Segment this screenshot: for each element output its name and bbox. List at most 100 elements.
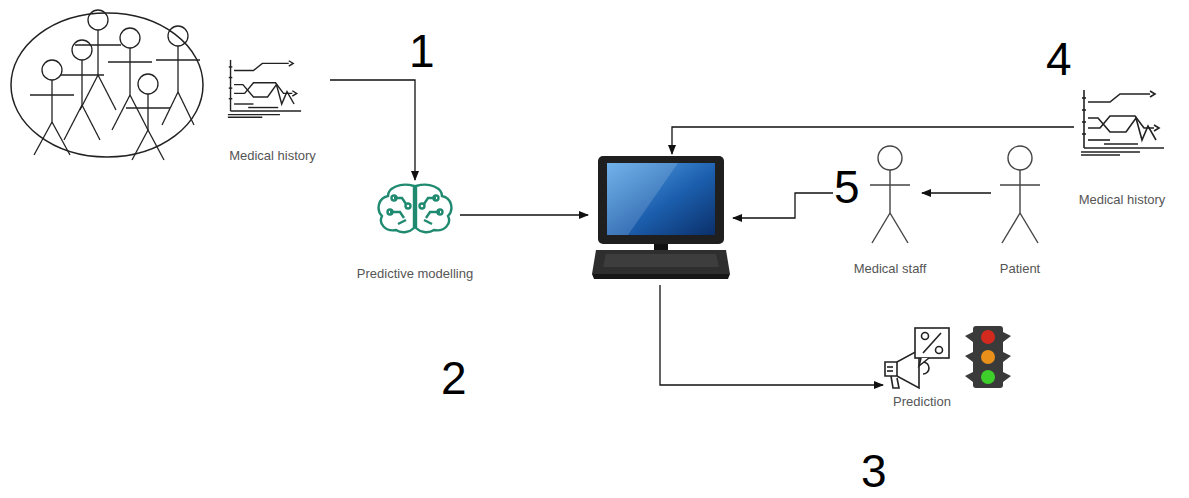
drawing-svg: [864, 143, 916, 249]
drawing-circle: [1008, 146, 1032, 170]
node-label: Medical history: [1079, 192, 1166, 208]
drawing-rect: [607, 163, 715, 235]
drawing-rect: [973, 326, 1003, 388]
drawing-path: [891, 376, 899, 388]
drawing-circle: [981, 370, 995, 384]
drawing-line: [228, 117, 262, 118]
drawing-svg: [370, 182, 460, 234]
node-label: Medical history: [229, 148, 316, 164]
node-icon: [588, 150, 733, 289]
drawing-circle: [168, 26, 188, 46]
drawing-polyline: [234, 85, 294, 104]
connector-arrow: [660, 285, 883, 385]
drawing-path: [603, 254, 719, 267]
drawing-line: [229, 98, 233, 99]
drawing-line: [64, 105, 82, 140]
drawing-circle: [438, 210, 443, 215]
drawing-line: [178, 92, 194, 125]
drawing-svg: [227, 58, 302, 120]
drawing-line: [75, 44, 121, 45]
drawing-line: [887, 370, 893, 372]
drawing-polyline: [398, 220, 406, 224]
drawing-circle: [388, 210, 393, 215]
drawing-polyline: [424, 220, 432, 224]
drawing-g: [1000, 146, 1040, 243]
drawing-line: [108, 61, 152, 62]
drawing-ellipse: [11, 13, 203, 157]
drawing-circle: [138, 74, 158, 94]
drawing-line: [896, 362, 898, 376]
connector-arrow: [330, 80, 415, 180]
drawing-line: [130, 95, 148, 130]
drawing-line: [229, 77, 233, 78]
drawing-line: [1081, 151, 1140, 153]
drawing-line: [82, 105, 100, 140]
drawing-circle: [922, 333, 929, 340]
drawing-line: [923, 333, 941, 353]
actor-figure: Patient: [985, 143, 1055, 278]
node-label: Prediction: [893, 394, 951, 410]
drawing-line: [97, 30, 98, 75]
drawing-circle: [42, 60, 62, 80]
drawing-line: [148, 130, 164, 160]
drawing-line: [1000, 184, 1040, 185]
callout-number: 1: [408, 28, 436, 74]
drawing-line: [229, 66, 233, 67]
history-chart: Medical history: [1058, 88, 1186, 210]
history-chart: Medical history: [205, 58, 340, 166]
drawing-path: [416, 185, 451, 232]
drawing-g: [1081, 90, 1164, 155]
drawing-line: [51, 80, 52, 122]
drawing-circle: [72, 40, 92, 60]
connector-arrow: [922, 192, 991, 193]
drawing-circle: [878, 146, 902, 170]
drawing-svg: [588, 150, 733, 285]
callout-number: 5: [833, 164, 861, 210]
node-label: Predictive modelling: [357, 266, 473, 282]
drawing-line: [890, 213, 908, 243]
drawing-circle: [88, 10, 108, 30]
drawing-line: [112, 95, 130, 130]
drawing-svg: [1080, 88, 1165, 158]
drawing-line: [1020, 213, 1038, 243]
drawing-path: [592, 250, 730, 274]
drawing-line: [870, 184, 910, 185]
drawing-line: [1019, 170, 1020, 213]
drawing-line: [156, 59, 200, 60]
drawing-rect: [915, 328, 949, 358]
drawing-line: [1082, 97, 1086, 99]
node-icon: [875, 322, 1015, 396]
callout-number: 2: [440, 355, 468, 401]
connector-arrow: [672, 127, 1074, 154]
model-node: Predictive modelling: [325, 180, 505, 285]
drawing-path: [923, 362, 929, 374]
drawing-path: [289, 61, 293, 66]
drawing-line: [147, 94, 148, 130]
drawing-line: [132, 130, 148, 160]
connector-arrow: [460, 214, 588, 215]
drawing-path: [919, 358, 929, 366]
drawing-path: [292, 91, 296, 96]
laptop-node: [588, 150, 733, 285]
node-icon: [227, 58, 302, 124]
drawing-polyline: [234, 63, 289, 70]
drawing-line: [1082, 109, 1086, 111]
drawing-path: [607, 163, 678, 235]
callout-number: 4: [1045, 36, 1073, 82]
drawing-line: [234, 103, 253, 104]
drawing-path: [379, 185, 414, 232]
drawing-path: [1150, 91, 1155, 97]
drawing-circle: [981, 350, 995, 364]
callout-number: 3: [860, 448, 888, 494]
drawing-circle: [406, 204, 411, 209]
drawing-circle: [434, 196, 439, 201]
drawing-line: [1081, 154, 1120, 156]
drawing-line: [81, 60, 82, 105]
node-icon: [864, 143, 916, 253]
prediction-node: Prediction: [875, 322, 1015, 414]
drawing-line: [30, 94, 74, 95]
drawing-line: [60, 74, 104, 75]
drawing-g: [885, 328, 949, 388]
